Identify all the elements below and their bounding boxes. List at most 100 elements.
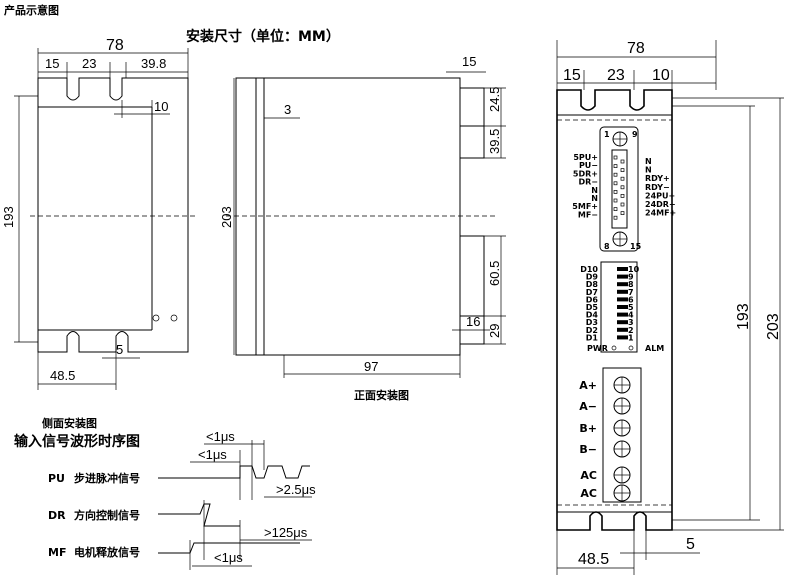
timing-t5: <1μs (214, 550, 243, 565)
right-seg3-dim: 10 (652, 67, 670, 84)
db-pin (620, 159, 625, 164)
db-right-label: N (645, 157, 652, 166)
db-pin (620, 185, 625, 190)
dip-switch-label: D1 (586, 333, 599, 342)
dip-switch-number: 10 (628, 265, 640, 274)
left-seg1-dim: 15 (45, 56, 59, 71)
terminal-label: B+ (579, 422, 597, 435)
dip-switch-number: 5 (628, 303, 634, 312)
db-pin (613, 190, 618, 194)
db-left-label: 5MF+ (572, 202, 598, 211)
dip-switch-label: D10 (580, 265, 598, 274)
dr-code: DR (48, 509, 66, 522)
left-slot-dim: 10 (154, 99, 168, 114)
terminal-label: AC (580, 469, 597, 482)
middle-depth-dim: 97 (364, 359, 378, 374)
left-seg3-dim: 39.8 (141, 56, 166, 71)
dip-switch-toggle (617, 267, 628, 271)
db-pin-1: 1 (604, 130, 610, 139)
side-view-caption: 侧面安装图 (42, 416, 97, 430)
pu-desc: 步进脉冲信号 (74, 471, 140, 485)
db-pin (620, 211, 625, 215)
db-pin (613, 164, 618, 168)
middle-top-step-dim: 15 (462, 54, 476, 69)
dip-switch-toggle (617, 335, 628, 340)
dip-switch-number: 6 (628, 295, 634, 304)
dr-desc: 方向控制信号 (74, 508, 140, 522)
terminal-label: AC (580, 487, 597, 500)
db-right-label: 24DR− (645, 200, 676, 209)
dip-switch-label: D3 (586, 318, 598, 327)
db-left-label: DR− (578, 178, 598, 187)
db-pin (613, 172, 618, 177)
right-outer-height-dim: 203 (765, 313, 782, 340)
pwr-label: PWR (587, 344, 608, 353)
mf-code: MF (48, 546, 66, 559)
dip-switch-toggle (617, 297, 628, 302)
dip-switch-number: 2 (628, 326, 634, 335)
middle-d5-dim: 16 (466, 314, 480, 329)
dip-switch-number: 1 (628, 333, 634, 342)
db-pin (620, 194, 625, 198)
product-diagram-title: 产品示意图 (4, 3, 59, 17)
dip-switch-number: 3 (628, 318, 634, 327)
timing-diagram: PU 步进脉冲信号 DR 方向控制信号 MF 电机释放信号 <1μs <1μs … (48, 429, 316, 570)
dip-switch-number: 7 (628, 288, 634, 297)
left-view: 78 15 23 39.8 10 193 48.5 5 (1, 37, 196, 390)
dip-switch-label: D5 (586, 303, 599, 312)
db-right-label: N (645, 166, 652, 175)
dip-switch-toggle (617, 312, 628, 317)
middle-height-dim: 203 (219, 206, 234, 228)
left-height-dim: 193 (1, 206, 16, 228)
db-left-label: 5DR+ (573, 169, 598, 178)
dip-switch-label: D4 (586, 311, 599, 320)
dip-switch-label: D8 (586, 280, 599, 289)
db-left-label: 5PU+ (573, 153, 598, 162)
db-pin (613, 215, 618, 220)
dip-switch-toggle (617, 289, 628, 294)
mf-desc: 电机释放信号 (74, 545, 140, 559)
db-left-label: N (591, 186, 598, 195)
db-right-label: 24PU+ (645, 191, 675, 200)
left-seg2-dim: 23 (82, 56, 96, 71)
right-inner-height-dim: 193 (735, 303, 752, 330)
dip-switch-label: D2 (586, 326, 598, 335)
terminal-label: A+ (579, 379, 597, 392)
db-left-label: N (591, 194, 598, 203)
left-width-dim: 78 (106, 37, 124, 54)
timing-t3: >2.5μs (276, 482, 316, 497)
db-pin (620, 202, 625, 207)
right-width-dim: 78 (627, 40, 645, 57)
right-bottom-slot-dim: 5 (686, 536, 695, 553)
install-size-title: 安装尺寸（单位：MM） (186, 28, 340, 45)
front-view-caption: 正面安装图 (354, 388, 409, 402)
right-seg2-dim: 23 (607, 67, 625, 84)
pu-code: PU (48, 472, 65, 485)
middle-d3-dim: 60.5 (487, 261, 502, 286)
timing-t4: >125μs (264, 525, 308, 540)
left-bottom-slot-dim: 5 (116, 342, 123, 357)
middle-d2-dim: 39.5 (487, 129, 502, 154)
db-right-label: RDY+ (645, 174, 670, 183)
dip-switch-toggle (617, 282, 628, 287)
timing-t1: <1μs (206, 429, 235, 444)
alm-label: ALM (645, 344, 664, 353)
middle-offset-dim: 3 (284, 102, 291, 117)
middle-d1-dim: 24.5 (487, 87, 502, 112)
right-bottom-width-dim: 48.5 (578, 551, 609, 568)
dip-switch-toggle (617, 305, 628, 309)
left-bottom-width-dim: 48.5 (50, 368, 75, 383)
timing-title: 输入信号波形时序图 (14, 433, 140, 450)
dip-switch-number: 9 (628, 273, 634, 282)
db-left-label: PU− (579, 161, 598, 170)
timing-t2: <1μs (198, 447, 227, 462)
terminal-label: B− (579, 443, 597, 456)
middle-view: 203 3 15 24.5 39.5 60.5 29 16 97 (219, 54, 506, 378)
db-right-label: RDY− (645, 183, 670, 192)
db-pin (613, 155, 618, 160)
dip-switch-toggle (617, 320, 628, 325)
db-pin-15: 15 (630, 242, 642, 251)
db-left-label: MF− (578, 210, 598, 219)
